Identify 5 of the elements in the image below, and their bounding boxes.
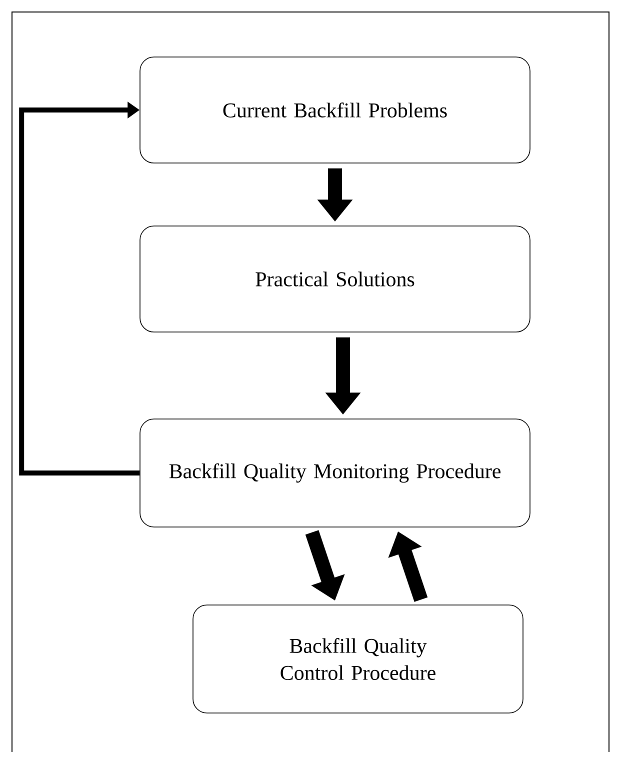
process-box: Current Backfill Problems — [140, 56, 530, 164]
process-box: Backfill Quality Control Procedure — [192, 604, 524, 714]
process-box: Backfill Quality Monitoring Procedure — [140, 418, 530, 528]
feedback-arrow — [19, 102, 140, 476]
process-box: Practical Solutions — [140, 226, 530, 332]
